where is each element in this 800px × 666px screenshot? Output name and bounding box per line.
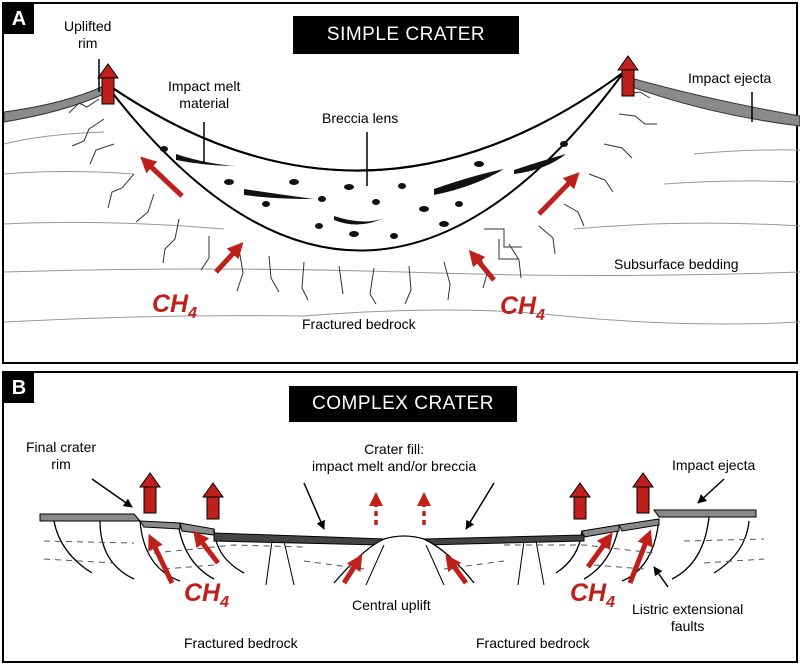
terrace-block-l2 — [179, 522, 215, 536]
methane-arrows-b — [148, 529, 653, 585]
ch4-label-b-right: CH4 — [570, 579, 616, 611]
terrace-faults-left — [53, 520, 245, 582]
ejecta-b-left — [39, 513, 142, 522]
impact-ejecta-label-a: Impact ejecta — [688, 70, 772, 86]
final-crater-rim-label: Final crater rim — [26, 439, 97, 472]
fractured-bedrock-label-b-left: Fractured bedrock — [184, 635, 298, 651]
subsurface-bedding-label: Subsurface bedding — [614, 256, 739, 272]
central-uplift-faults — [265, 540, 545, 586]
rim-arrows-b — [139, 472, 654, 520]
ch4-label-b-left: CH4 — [184, 579, 230, 611]
leader-lines — [98, 59, 753, 186]
ejecta-left — [4, 85, 105, 123]
simple-crater-diagram — [4, 55, 800, 325]
ejecta-right — [623, 75, 800, 127]
central-uplift-label: Central uplift — [352, 597, 431, 613]
panel-b-complex-crater: B COMPLEX CRATER Final crater rim Crater… — [2, 371, 798, 663]
panel-b-letter: B — [4, 373, 34, 403]
panel-a-title: SIMPLE CRATER — [293, 16, 519, 54]
panel-a-simple-crater: A SIMPLE CRATER Uplifted rim Impact melt… — [2, 2, 800, 364]
fractured-bedrock-label-a: Fractured bedrock — [302, 316, 416, 332]
uplifted-rim-label: Uplifted rim — [64, 18, 112, 51]
dashed-methane-arrows — [369, 492, 431, 525]
panel-b-title: COMPLEX CRATER — [289, 386, 517, 422]
crater-fill-label: Crater fill: impact melt and/or breccia — [312, 441, 477, 474]
impact-melt-label: Impact melt material — [168, 78, 241, 111]
ch4-label-a-left: CH4 — [152, 290, 198, 322]
ejecta-b-right — [653, 509, 757, 518]
terrace-block-l1 — [139, 520, 181, 530]
methane-arrows — [140, 156, 580, 282]
fractures — [68, 91, 657, 305]
impact-melt-blobs — [160, 141, 568, 239]
breccia-lens-label: Breccia lens — [322, 110, 399, 126]
fractured-bedrock-label-b-right: Fractured bedrock — [476, 635, 590, 651]
listric-faults-label: Listric extensional faults — [632, 601, 744, 634]
impact-ejecta-label-b: Impact ejecta — [672, 457, 756, 473]
terrace-block-r2 — [581, 524, 620, 538]
dashed-bedding — [43, 538, 765, 570]
rim-arrows — [97, 55, 639, 105]
panel-a-letter: A — [4, 4, 34, 34]
crater-floor — [103, 71, 625, 172]
ch4-label-a-right: CH4 — [500, 292, 546, 324]
terrace-block-r1 — [618, 518, 660, 532]
complex-crater-diagram — [39, 472, 765, 588]
terrace-faults-right — [555, 516, 750, 582]
bedding-lines — [4, 131, 800, 325]
leader-arrows-b — [91, 478, 725, 588]
